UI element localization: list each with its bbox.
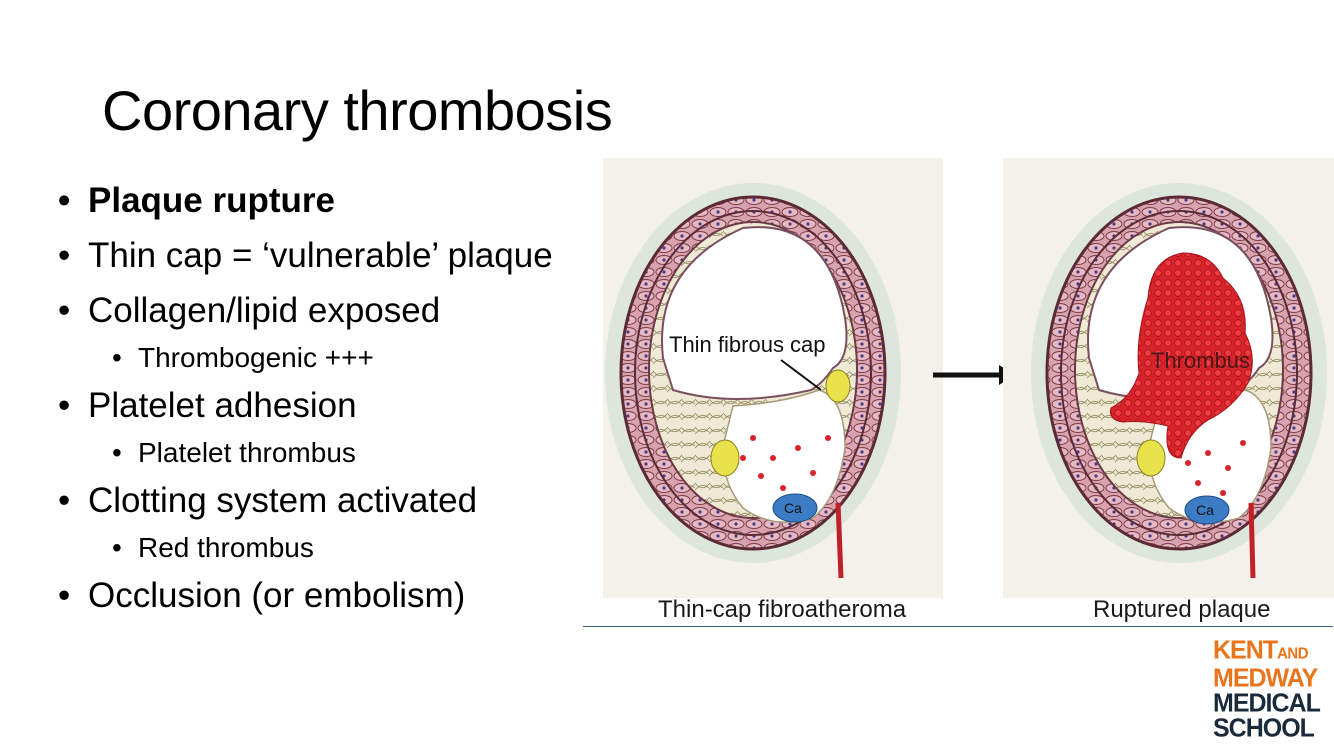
logo-medical: MEDICAL xyxy=(1213,688,1321,718)
calcium-label-left: Ca xyxy=(784,500,802,516)
thin-cap-fibroatheroma-diagram: Ca Thin fibrous cap xyxy=(603,158,943,598)
bullet-collagen-lipid: Collagen/lipid exposed xyxy=(58,290,598,345)
arrow-icon xyxy=(933,365,1015,385)
bullet-plaque-rupture: Plaque rupture xyxy=(58,180,598,235)
ruptured-plaque-diagram: Thrombus Ca xyxy=(1003,158,1334,598)
bullet-occlusion: Occlusion (or embolism) xyxy=(58,575,598,630)
subbullet-thrombogenic: Thrombogenic +++ xyxy=(58,341,598,385)
ruptured-plaque-caption: Ruptured plaque xyxy=(1093,596,1271,623)
subbullet-platelet-thrombus: Platelet thrombus xyxy=(58,436,598,480)
logo-and: AND xyxy=(1277,644,1309,663)
logo-kent: KENT xyxy=(1213,635,1278,665)
calcium-label-right: Ca xyxy=(1196,502,1214,518)
artery-figure: Ca Thin fibrous cap Thrombus Ca xyxy=(603,158,1334,598)
kent-medway-logo: KENTAND MEDWAY MEDICAL SCHOOL xyxy=(1213,635,1327,743)
thrombus-label: Thrombus xyxy=(1151,348,1250,373)
figure-divider xyxy=(583,626,1333,627)
bullet-list: Plaque rupture Thin cap = ‘vulnerable’ p… xyxy=(58,180,598,630)
logo-medway: MEDWAY xyxy=(1213,663,1318,693)
thin-fibrous-cap-label: Thin fibrous cap xyxy=(669,332,826,357)
bullet-platelet-adhesion: Platelet adhesion xyxy=(58,385,598,440)
logo-school: SCHOOL xyxy=(1213,713,1315,743)
subbullet-red-thrombus: Red thrombus xyxy=(58,531,598,575)
bullet-thin-cap: Thin cap = ‘vulnerable’ plaque xyxy=(58,235,598,290)
bullet-clotting-system: Clotting system activated xyxy=(58,480,598,535)
thin-cap-fibroatheroma-caption: Thin-cap fibroatheroma xyxy=(658,596,907,623)
slide-title: Coronary thrombosis xyxy=(102,79,613,142)
